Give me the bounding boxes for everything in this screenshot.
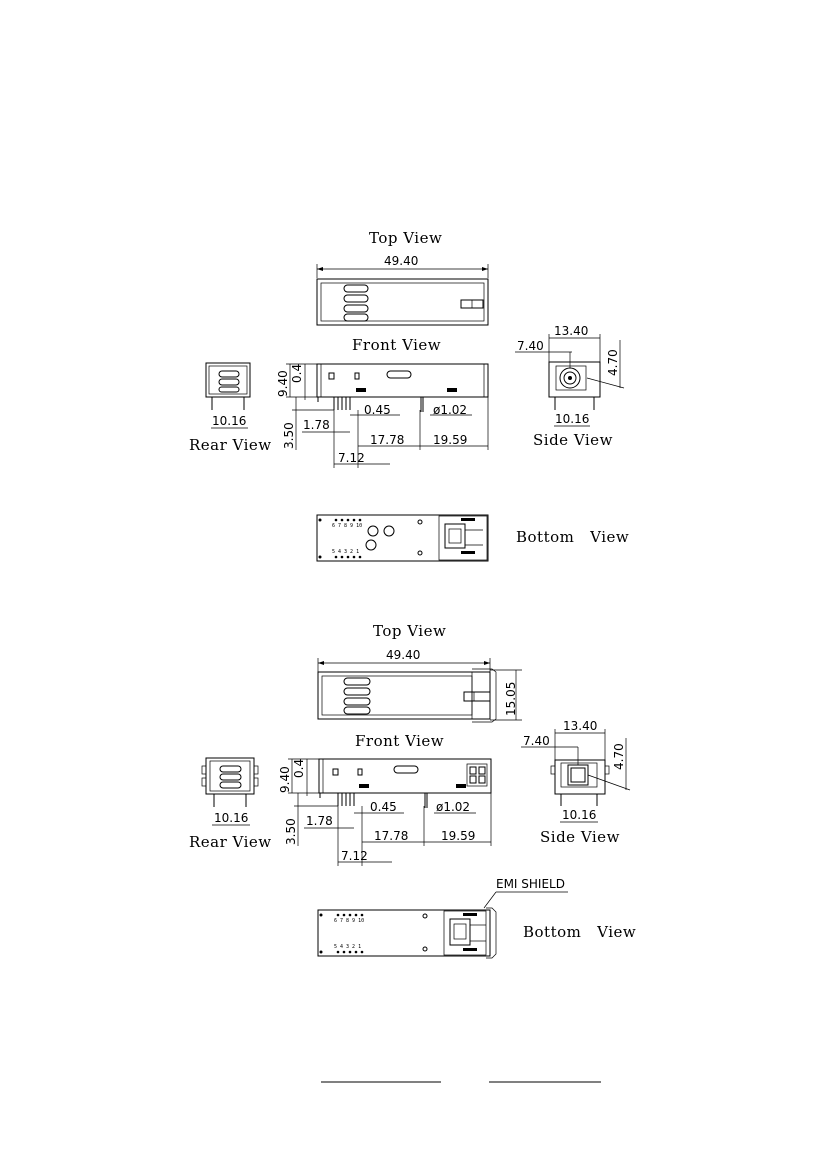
front-span-b: 19.59 [441,829,475,843]
front-span-b: 19.59 [433,433,467,447]
drawing-1: Top View 49.40 Front View [189,229,629,562]
side-pin-span: 10.16 [562,808,596,822]
rear-view-2: 10.16 Rear View [189,757,272,851]
emi-shield-callout: EMI SHIELD [496,877,565,891]
drawing-2: Top View 49.40 15.05 Front View [189,622,636,959]
rear-view-title: Rear View [189,436,272,454]
front-pin-pitch: 1.78 [303,418,330,432]
front-height: 9.40 [276,370,290,397]
side-offset: 7.40 [523,734,550,748]
side-view-title: Side View [540,828,620,846]
front-post-dia: ø1.02 [433,403,467,417]
front-span-c: 7.12 [341,849,368,863]
bottom-pins-top: 6 7 8 9 10 [332,523,362,529]
bottom-view-title: Bottom View [523,923,636,941]
side-view-2: 13.40 7.40 4.70 10.16 Side View [521,719,631,846]
front-view-title: Front View [355,732,444,750]
front-pin-length: 3.50 [284,818,298,845]
front-span-a: 17.78 [370,433,404,447]
rear-width: 10.16 [214,811,248,825]
side-height: 4.70 [606,349,620,376]
bottom-view-2: EMI SHIELD 6 7 8 9 10 5 4 3 2 1 Bottom V… [317,877,636,959]
side-width: 13.40 [563,719,597,733]
module-body-top [316,278,489,326]
module-body-bottom [317,909,491,957]
rear-view-title: Rear View [189,833,272,851]
bottom-pins-top: 6 7 8 9 10 [334,918,364,924]
top-view-1: Top View 49.40 [316,229,489,326]
top-view-width: 15.05 [504,682,518,716]
rear-width: 10.16 [212,414,246,428]
front-view-2: Front View 9.40 [278,732,492,866]
front-offset: 0.4 [292,759,306,778]
front-pin-pitch: 1.78 [306,814,333,828]
front-span-a: 17.78 [374,829,408,843]
front-height: 9.40 [278,766,292,793]
bottom-view-1: 6 7 8 9 10 5 4 3 2 1 Bottom View [316,514,629,562]
side-view-title: Side View [533,431,613,449]
bottom-view-title: Bottom View [516,528,629,546]
side-view-1: 13.40 7.40 4.70 10.16 Side View [515,324,625,449]
front-offset: 0.4 [290,364,304,383]
module-body-front [316,363,489,398]
front-post-dia: ø1.02 [436,800,470,814]
side-body [554,759,606,795]
module-body-bottom [316,514,489,562]
top-view-2: Top View 49.40 15.05 [317,622,522,723]
top-view-title: Top View [369,229,442,247]
front-view-1: Front View 9.40 0.4 [276,336,489,468]
rear-body [205,362,251,398]
rear-body [205,757,255,795]
bottom-pins-bottom: 5 4 3 2 1 [334,944,361,950]
front-pin-width: 0.45 [370,800,397,814]
side-pin-span: 10.16 [555,412,589,426]
module-body-front [318,758,492,794]
top-view-length: 49.40 [386,648,420,662]
top-view-length: 49.40 [384,254,418,268]
rear-view-1: 10.16 Rear View [189,362,272,454]
bottom-pins-bottom: 5 4 3 2 1 [332,549,359,555]
side-height: 4.70 [612,743,626,770]
front-pin-length: 3.50 [282,422,296,449]
side-width: 13.40 [554,324,588,338]
top-view-title: Top View [373,622,446,640]
front-span-c: 7.12 [338,451,365,465]
front-pin-width: 0.45 [364,403,391,417]
side-body [548,361,601,398]
front-view-title: Front View [352,336,441,354]
side-offset: 7.40 [517,339,544,353]
